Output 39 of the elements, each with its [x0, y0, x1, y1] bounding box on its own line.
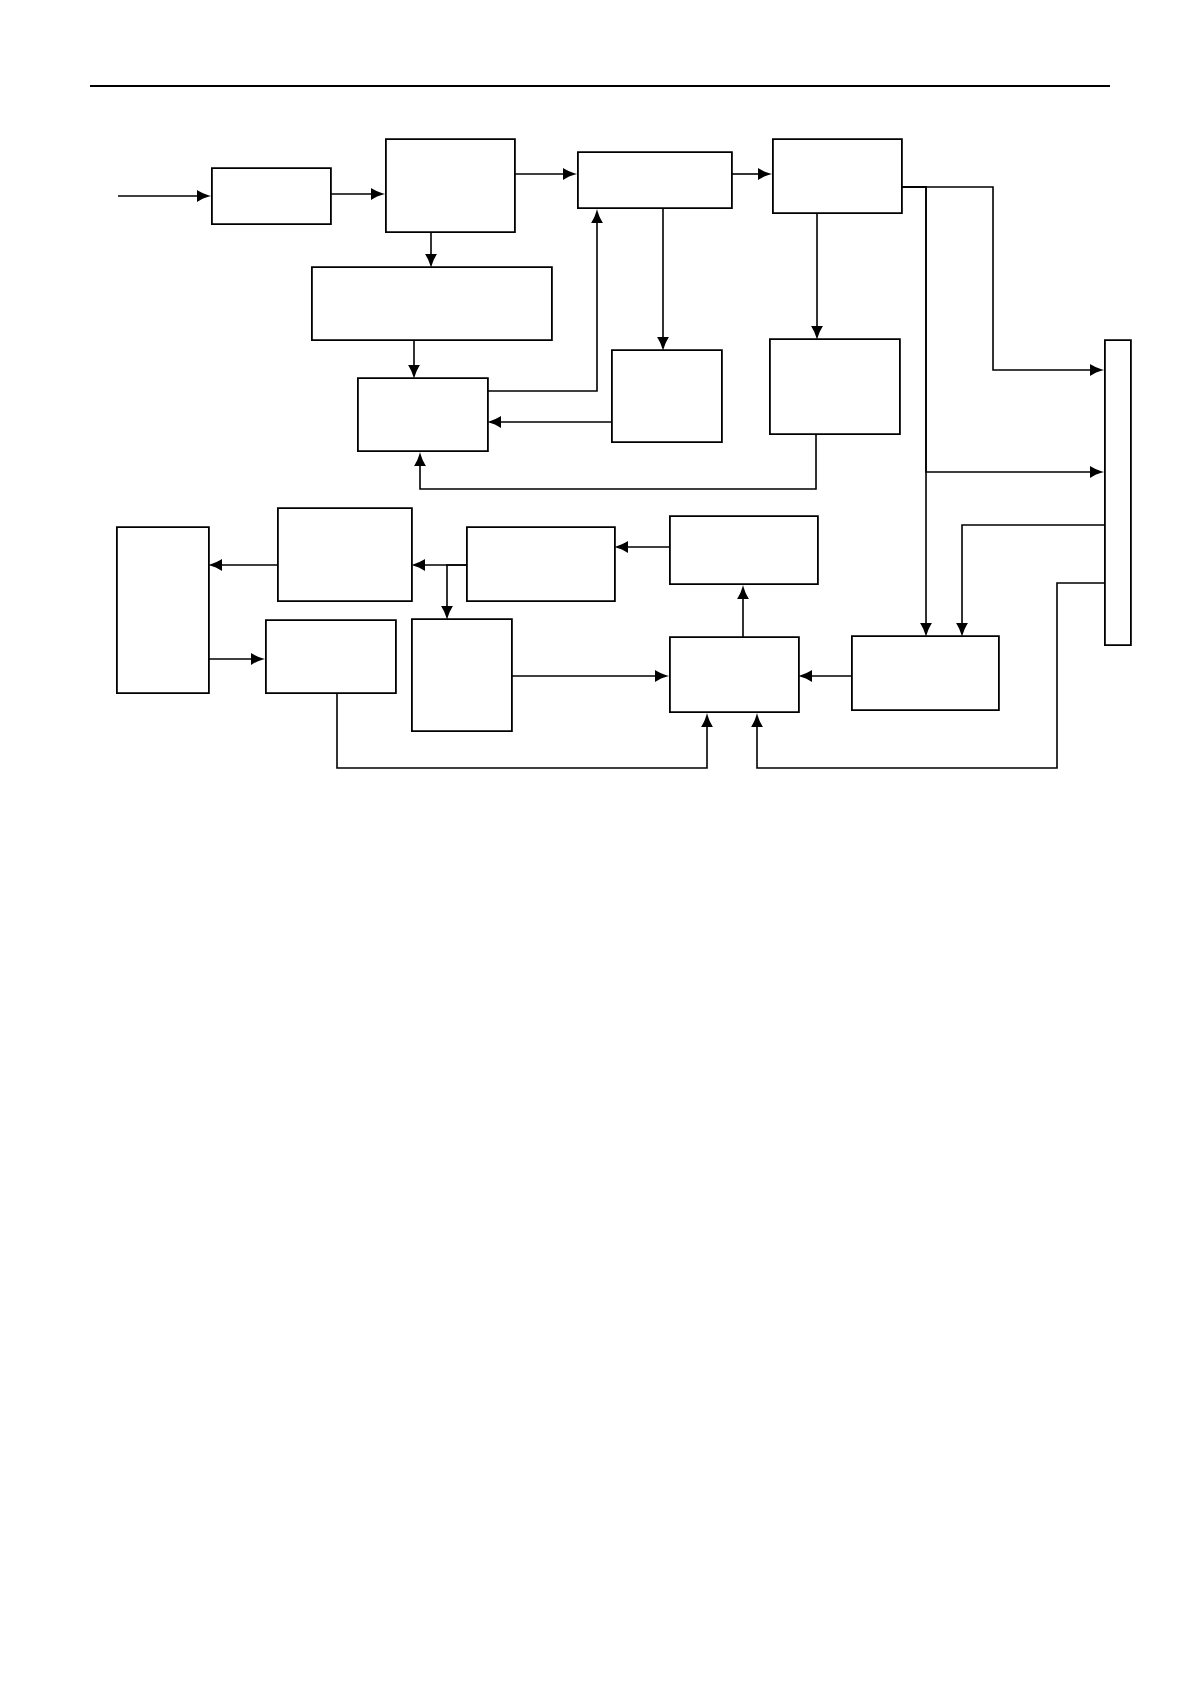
arrow — [117, 190, 209, 202]
arrow — [751, 582, 1105, 769]
arrow — [657, 208, 669, 349]
arrow — [730, 168, 770, 180]
arrow — [425, 232, 437, 266]
arrow — [811, 213, 823, 338]
process-box — [357, 377, 489, 452]
arrow — [207, 653, 263, 665]
arrow — [210, 559, 278, 571]
arrow — [336, 693, 713, 769]
process-box — [669, 636, 800, 713]
arrow — [486, 211, 603, 392]
process-box — [466, 526, 616, 602]
process-box — [669, 515, 819, 585]
arrow — [408, 340, 420, 377]
process-box — [211, 167, 332, 225]
arrow — [414, 434, 817, 490]
process-box — [851, 635, 1000, 711]
process-box — [577, 151, 733, 209]
arrow — [510, 670, 667, 682]
process-box — [1104, 339, 1132, 646]
process-box — [311, 266, 553, 341]
process-box — [277, 507, 413, 602]
process-box — [265, 619, 397, 694]
process-box — [385, 138, 516, 233]
process-box — [772, 138, 903, 214]
arrow — [956, 524, 1105, 635]
arrow — [900, 186, 932, 635]
process-box — [116, 526, 210, 694]
process-box — [769, 338, 901, 435]
arrow — [737, 587, 749, 639]
process-box — [611, 349, 723, 443]
arrow — [800, 670, 852, 682]
arrow — [616, 541, 670, 553]
arrow — [329, 188, 383, 200]
process-box — [411, 618, 513, 732]
arrow — [513, 168, 575, 180]
arrow — [441, 564, 467, 618]
arrow — [489, 416, 612, 428]
